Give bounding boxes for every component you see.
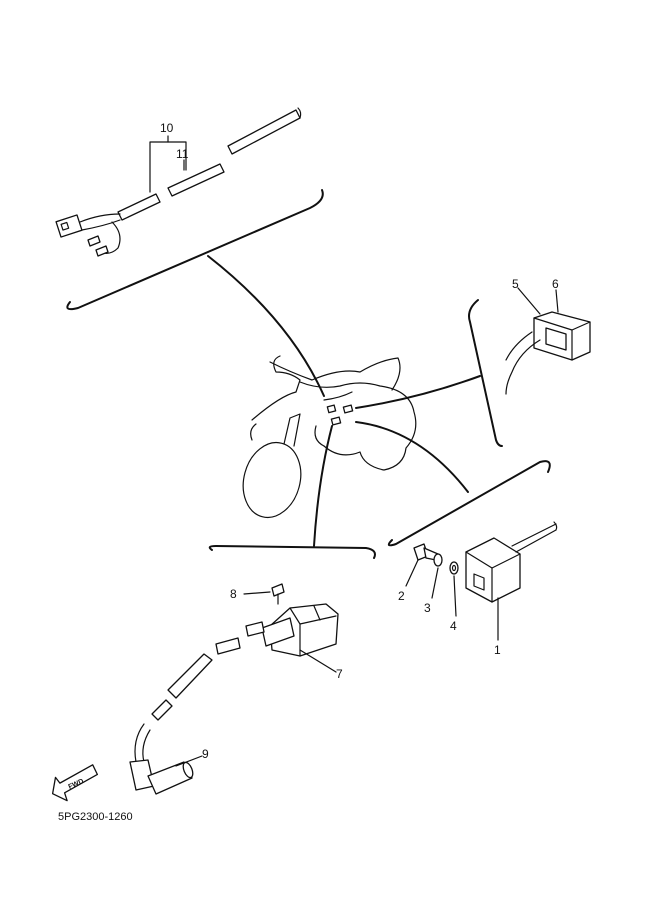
leader-line-switch xyxy=(355,375,481,409)
callout-10: 10 xyxy=(160,121,174,135)
ignition-coil-panel: 8 7 9 xyxy=(129,545,376,795)
switch-panel: 5 6 xyxy=(468,277,591,447)
cdi-unit-panel: 1 2 3 4 xyxy=(387,460,558,657)
callout-11: 11 xyxy=(176,147,189,161)
leader-line-cdi xyxy=(355,421,469,493)
forward-direction-arrow: FWD xyxy=(51,764,99,802)
motorcycle-outline xyxy=(242,355,417,519)
callout-3: 3 xyxy=(424,601,431,615)
callout-9: 9 xyxy=(202,747,209,761)
callout-8: 8 xyxy=(230,587,237,601)
callout-4: 4 xyxy=(450,619,457,633)
diagram-code: 5PG2300-1260 xyxy=(58,811,133,823)
callout-5: 5 xyxy=(512,277,519,291)
leader-line-coil xyxy=(313,425,333,547)
wire-harness-panel: 10 11 xyxy=(55,107,324,311)
callout-7: 7 xyxy=(336,667,343,681)
callout-2: 2 xyxy=(398,589,405,603)
leader-line-harness xyxy=(207,255,325,397)
callout-6: 6 xyxy=(552,277,559,291)
callout-1: 1 xyxy=(494,643,501,657)
